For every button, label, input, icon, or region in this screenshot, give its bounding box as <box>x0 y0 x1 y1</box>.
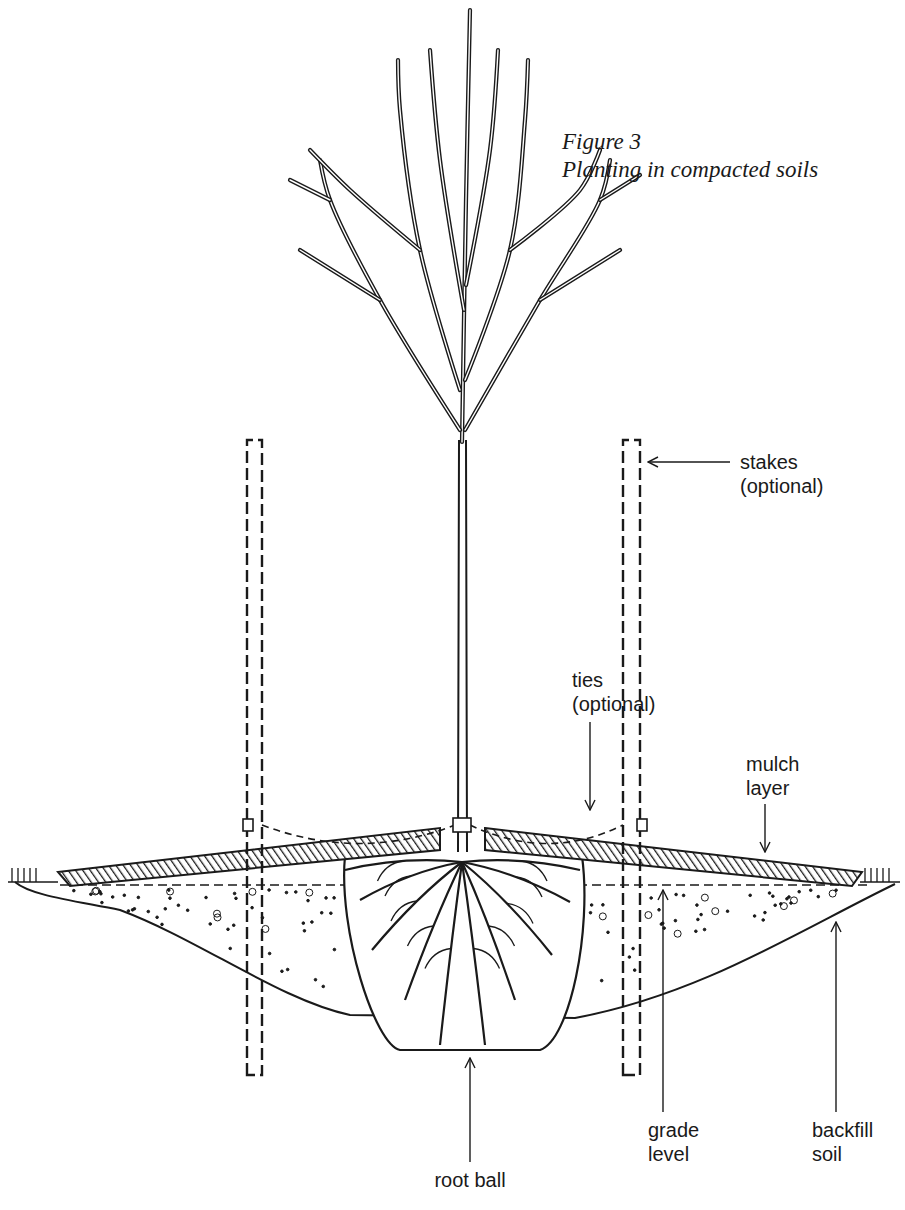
grass <box>8 868 900 882</box>
tie-clip <box>243 819 253 831</box>
part-label: stakes (optional) <box>740 450 840 498</box>
tie <box>262 825 623 844</box>
mulch-layer <box>485 828 862 886</box>
tie-clip <box>637 819 647 831</box>
leader-arrow <box>662 890 663 1112</box>
stake <box>247 440 262 1075</box>
leader-arrow <box>589 722 590 810</box>
root-ball <box>344 856 584 1050</box>
leader-arrow <box>835 922 836 1112</box>
figure-title: Figure 3 <box>562 128 641 155</box>
part-label: ties (optional) <box>572 668 672 716</box>
leader-arrow <box>764 804 765 852</box>
leader-arrow <box>648 461 730 462</box>
part-label: mulch layer <box>746 752 824 800</box>
part-label: grade level <box>648 1118 714 1166</box>
stake <box>623 440 640 1075</box>
leader-arrow <box>469 1058 470 1162</box>
part-label: backfill soil <box>812 1118 896 1166</box>
trunk <box>458 440 467 852</box>
figure-caption: Planting in compacted soils <box>562 156 818 183</box>
part-label: root ball <box>410 1168 530 1192</box>
tie-clip <box>453 818 471 832</box>
branches <box>290 10 640 442</box>
roots <box>345 860 580 1045</box>
